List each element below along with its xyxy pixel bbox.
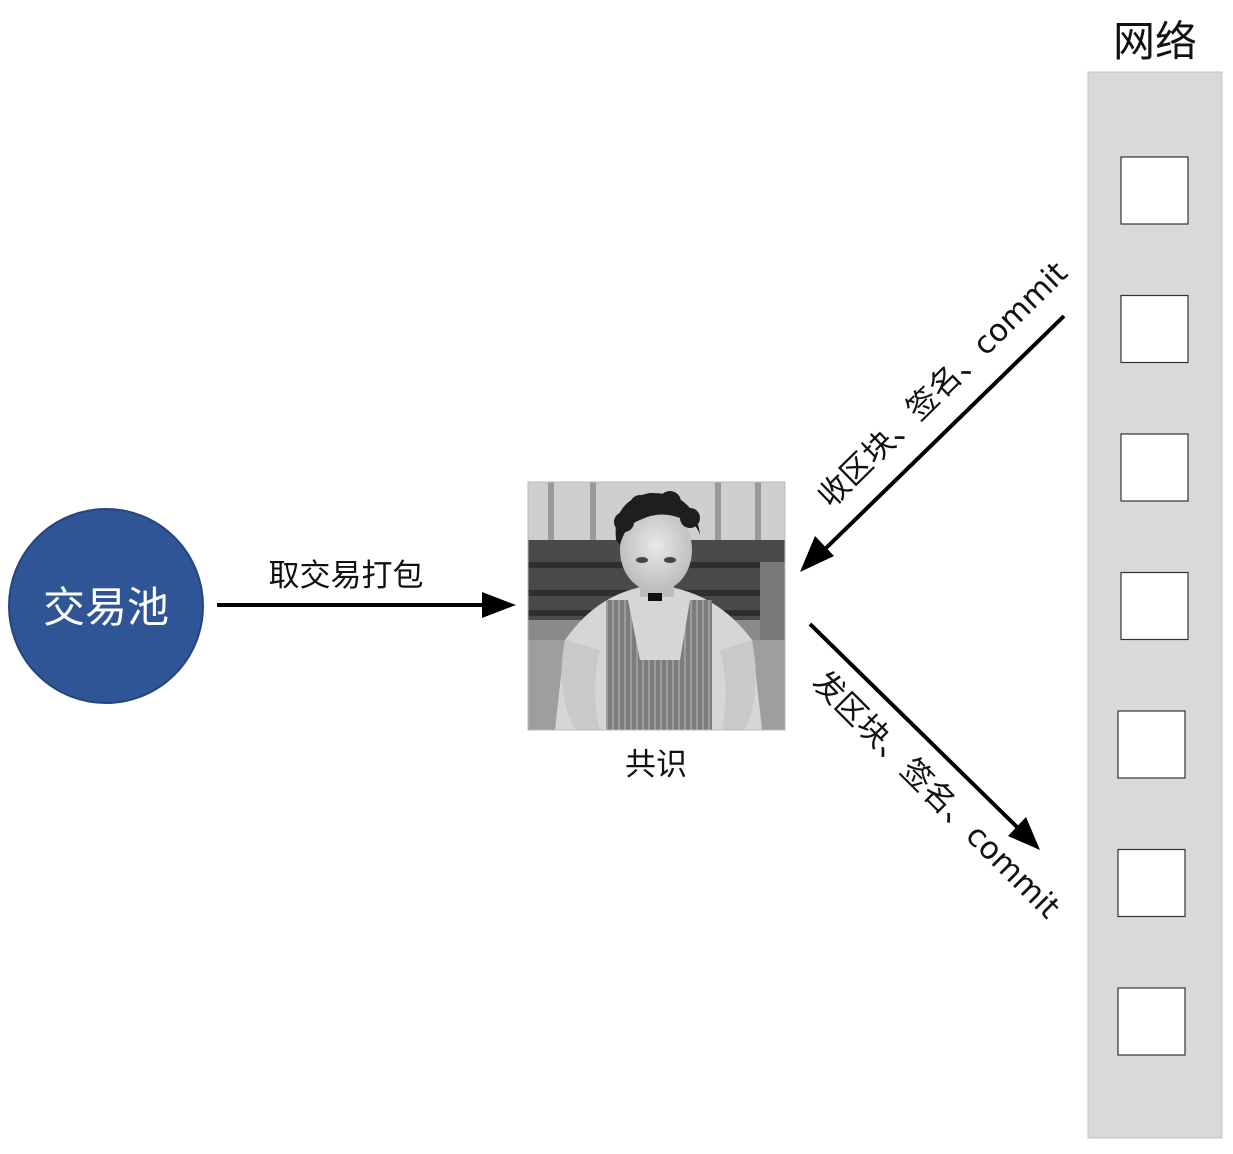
network-node — [1120, 571, 1189, 641]
network-nodes — [1117, 156, 1189, 1056]
network-title: 网络 — [1113, 17, 1197, 66]
network-node — [1117, 848, 1186, 918]
send-arrowhead-icon — [1008, 817, 1040, 850]
network-node — [1117, 987, 1186, 1056]
network-node — [1117, 710, 1186, 779]
pool-label: 交易池 — [43, 583, 169, 632]
receive-arrow: 收区块、签名、commit — [800, 255, 1075, 572]
send-label: 发区块、签名、commit — [805, 664, 1067, 926]
receive-arrowhead-icon — [800, 536, 834, 572]
network-column: 网络 — [1087, 17, 1223, 1139]
transaction-pool-node: 交易池 — [8, 508, 204, 704]
network-node — [1120, 156, 1189, 225]
pack-label: 取交易打包 — [269, 558, 424, 594]
pack-arrowhead-icon — [482, 592, 516, 618]
consensus-label: 共识 — [625, 747, 687, 783]
consensus-photo — [527, 481, 786, 731]
network-node — [1120, 294, 1189, 364]
send-arrow: 发区块、签名、commit — [805, 622, 1067, 926]
pool-circle — [8, 508, 204, 704]
receive-arrow-line — [820, 314, 1066, 554]
receive-label: 收区块、签名、commit — [811, 255, 1075, 515]
send-arrow-line — [808, 622, 1020, 830]
network-node — [1120, 433, 1189, 502]
pack-arrow: 取交易打包 — [217, 558, 516, 618]
